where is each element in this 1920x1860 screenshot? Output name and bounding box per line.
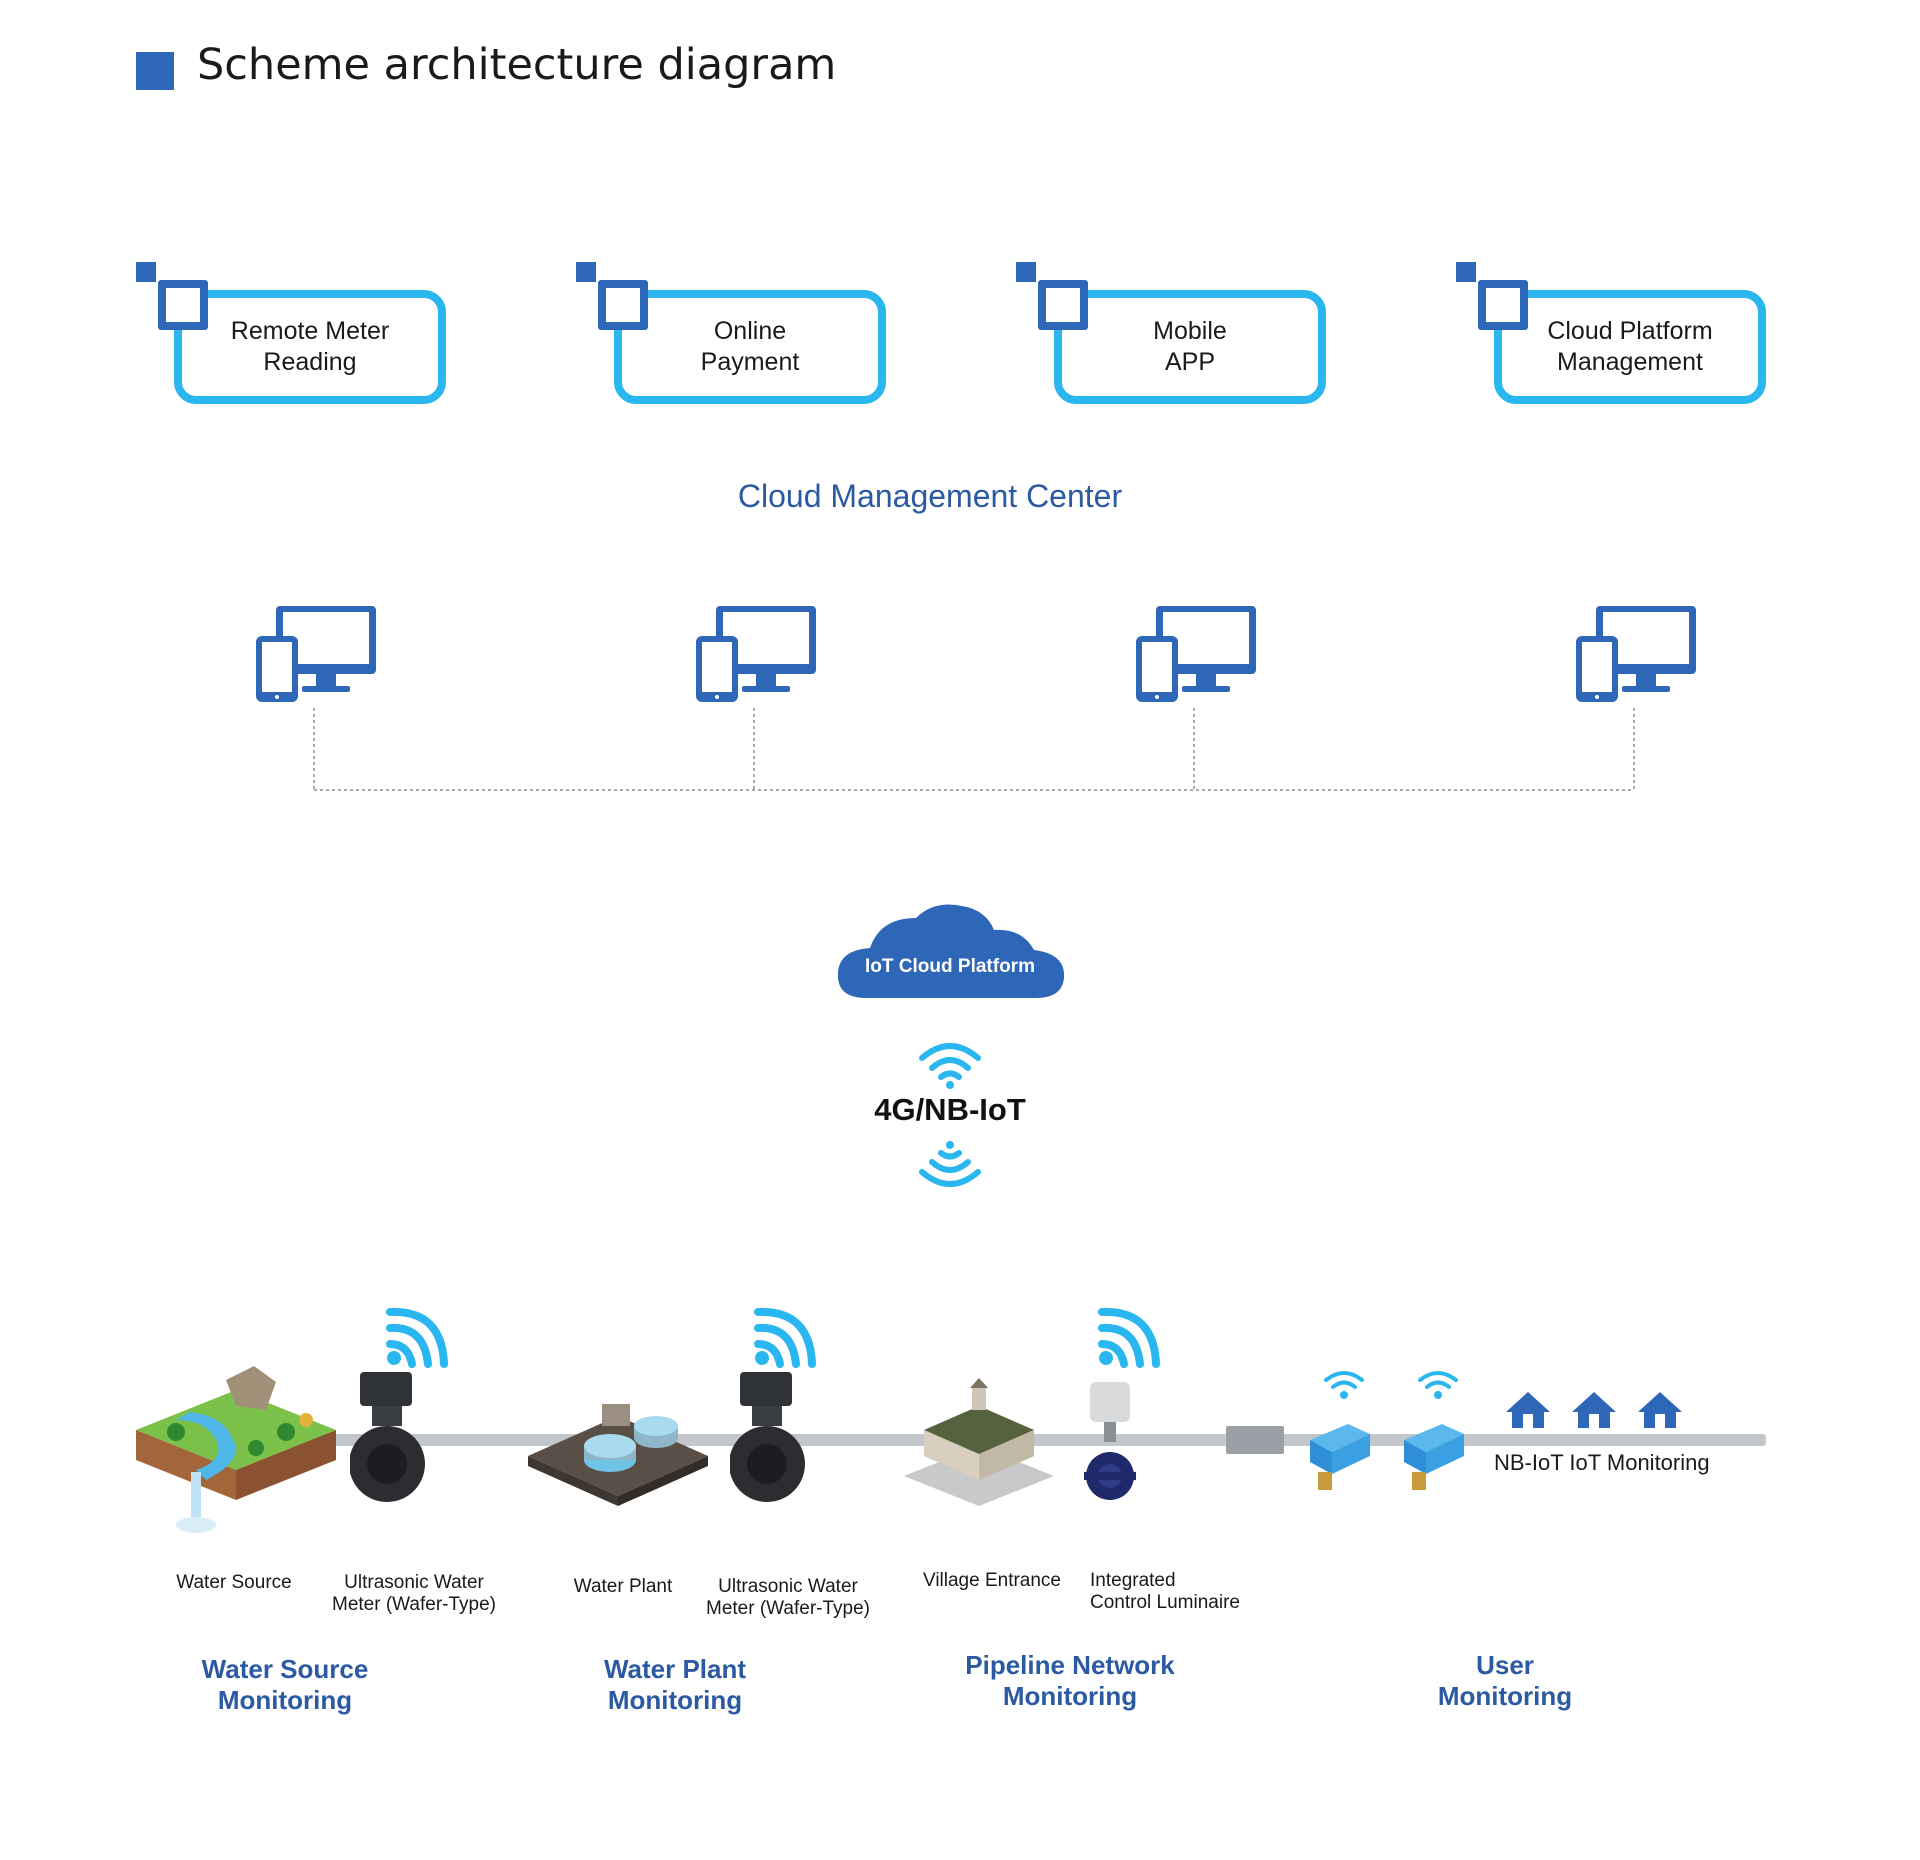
ultrasonic-meter-icon — [730, 1372, 805, 1502]
feature-remote-meter-reading: Remote Meter Reading — [136, 262, 446, 404]
device-connections — [313, 708, 1635, 791]
feature-label: Remote Meter Reading — [230, 317, 390, 376]
signal-icon — [754, 1307, 816, 1368]
water-source-icon — [136, 1366, 336, 1533]
feature-label: Cloud Platform Management — [1547, 317, 1713, 376]
nb-iot-monitoring-label: NB-IoT IoT Monitoring — [1494, 1450, 1710, 1475]
group-water-plant-monitoring: Water Plant Monitoring — [603, 1654, 747, 1715]
signal-icon — [1098, 1307, 1160, 1368]
ultrasonic-meter-label: Ultrasonic Water Meter (Wafer-Type) — [332, 1572, 496, 1615]
box-square-icon — [598, 280, 648, 330]
feature-online-payment: Online Payment — [576, 262, 886, 404]
corner-square-icon — [1456, 262, 1476, 282]
control-luminaire-icon — [1084, 1382, 1136, 1500]
feature-label: Mobile APP — [1153, 317, 1227, 376]
computer-tablet-icon — [696, 606, 816, 702]
group-water-source-monitoring: Water Source Monitoring — [201, 1654, 369, 1715]
village-building-icon — [904, 1378, 1054, 1506]
computer-tablet-icon — [256, 606, 376, 702]
feature-cloud-platform-management: Cloud Platform Management — [1456, 262, 1766, 404]
cloud-management-center-label: Cloud Management Center — [737, 478, 1123, 514]
title-square-icon — [136, 52, 174, 90]
box-square-icon — [1038, 280, 1088, 330]
signal-icon — [386, 1307, 448, 1368]
water-plant-label: Water Plant — [573, 1576, 673, 1597]
water-source-label: Water Source — [176, 1572, 292, 1593]
network-label: 4G/NB-IoT — [874, 1092, 1026, 1127]
page-title: Scheme architecture diagram — [197, 40, 837, 90]
cloud-icon — [837, 904, 1065, 998]
water-plant-icon — [528, 1404, 708, 1506]
wifi-icon — [1324, 1371, 1364, 1399]
computer-tablet-icon — [1576, 606, 1696, 702]
house-icon — [1572, 1392, 1616, 1428]
wifi-icon — [1418, 1371, 1458, 1399]
iot-cloud-platform-label: IoT Cloud Platform — [865, 956, 1035, 977]
house-icon — [1638, 1392, 1682, 1428]
ultrasonic-meter-label: Ultrasonic Water Meter (Wafer-Type) — [706, 1576, 870, 1619]
household-meter-icon — [1310, 1424, 1370, 1490]
feature-label: Online Payment — [700, 317, 800, 376]
village-entrance-label: Village Entrance — [922, 1570, 1062, 1591]
box-square-icon — [158, 280, 208, 330]
wifi-icon — [919, 1043, 981, 1089]
luminaire-label: Integrated Control Luminaire — [1090, 1570, 1240, 1613]
corner-square-icon — [136, 262, 156, 282]
corner-square-icon — [1016, 262, 1036, 282]
feature-mobile-app: Mobile APP — [1016, 262, 1326, 404]
group-user-monitoring: User Monitoring — [1437, 1650, 1573, 1711]
ultrasonic-meter-icon — [350, 1372, 425, 1502]
pipe-connector — [1226, 1426, 1284, 1454]
corner-square-icon — [576, 262, 596, 282]
group-pipeline-network-monitoring: Pipeline Network Monitoring — [965, 1650, 1175, 1711]
wifi-icon — [919, 1141, 981, 1187]
household-meter-icon — [1404, 1424, 1464, 1490]
box-square-icon — [1478, 280, 1528, 330]
house-icon — [1506, 1392, 1550, 1428]
computer-tablet-icon — [1136, 606, 1256, 702]
